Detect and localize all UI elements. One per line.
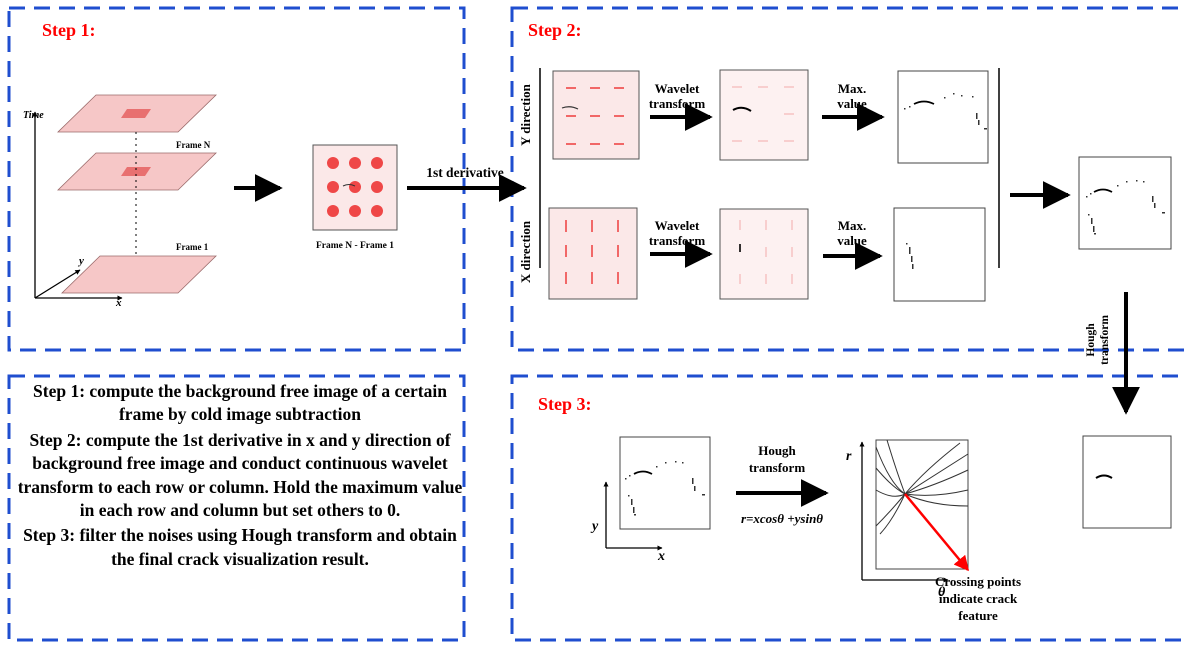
wavelet-label-y-2: transform (649, 96, 705, 111)
description-step2: Step 2: compute the 1st derivative in x … (17, 429, 463, 521)
description-text: Step 1: compute the background free imag… (14, 380, 466, 573)
wavelet-label-y-1: Wavelet (655, 81, 700, 96)
hough-space-plot (875, 439, 969, 570)
frame-1-plane (61, 255, 217, 294)
noisy-input-image (619, 436, 711, 530)
y-max-image (897, 70, 989, 164)
description-panel (7, 374, 466, 642)
max-label-x-2: value (837, 233, 867, 248)
wavelet-label-x-2: transform (649, 233, 705, 248)
step3-x-axis-label: x (657, 549, 665, 564)
frame-1-label: Frame 1 (176, 242, 209, 252)
frame-stack: Time x y Frame N Frame 1 (23, 94, 217, 309)
hough-vertical-label-2: transform (1099, 315, 1111, 365)
step3-panel (510, 374, 1186, 642)
description-step1: Step 1: compute the background free imag… (33, 381, 447, 425)
x-axis-label: x (115, 297, 122, 309)
hough-step3-label-2: transform (749, 460, 805, 475)
step3-y-axis-label: y (590, 519, 599, 534)
time-axis-label: Time (23, 110, 44, 121)
y-derivative-image (552, 70, 640, 160)
y-direction-label: Y direction (518, 83, 533, 146)
step1-panel (7, 6, 466, 352)
x-direction-label: X direction (518, 220, 533, 283)
crossing-label-2: indicate crack (939, 591, 1018, 606)
max-label-y-2: value (837, 96, 867, 111)
x-derivative-image (548, 207, 638, 300)
frame-n-label: Frame N (176, 140, 211, 150)
combined-image (1078, 156, 1172, 250)
hough-equation: r=xcosθ +ysinθ (741, 511, 823, 526)
difference-label: Frame N - Frame 1 (316, 241, 394, 251)
step1-title: Step 1: (42, 20, 96, 40)
x-wavelet-image (719, 208, 809, 300)
y-axis-label: y (77, 255, 84, 267)
derivative-label: 1st derivative (426, 165, 504, 180)
step3-title: Step 3: (538, 394, 592, 414)
wavelet-label-x-1: Wavelet (655, 218, 700, 233)
step2-title: Step 2: (528, 20, 582, 40)
theta-axis-label: θ (938, 585, 946, 600)
r-axis-label: r (846, 449, 852, 464)
y-wavelet-image (719, 69, 809, 161)
hough-step3-label-1: Hough (758, 443, 796, 458)
description-step3: Step 3: filter the noises using Hough tr… (23, 525, 457, 569)
step2-panel (510, 6, 1186, 352)
final-result-image (1082, 435, 1172, 529)
difference-image (312, 144, 398, 231)
max-label-y-1: Max. (838, 81, 867, 96)
max-label-x-1: Max. (838, 218, 867, 233)
hough-vertical-label-1: Hough (1085, 323, 1097, 357)
crossing-label-1: Crossing points (935, 574, 1021, 589)
crossing-label-3: feature (958, 608, 998, 623)
x-max-image (893, 207, 986, 302)
